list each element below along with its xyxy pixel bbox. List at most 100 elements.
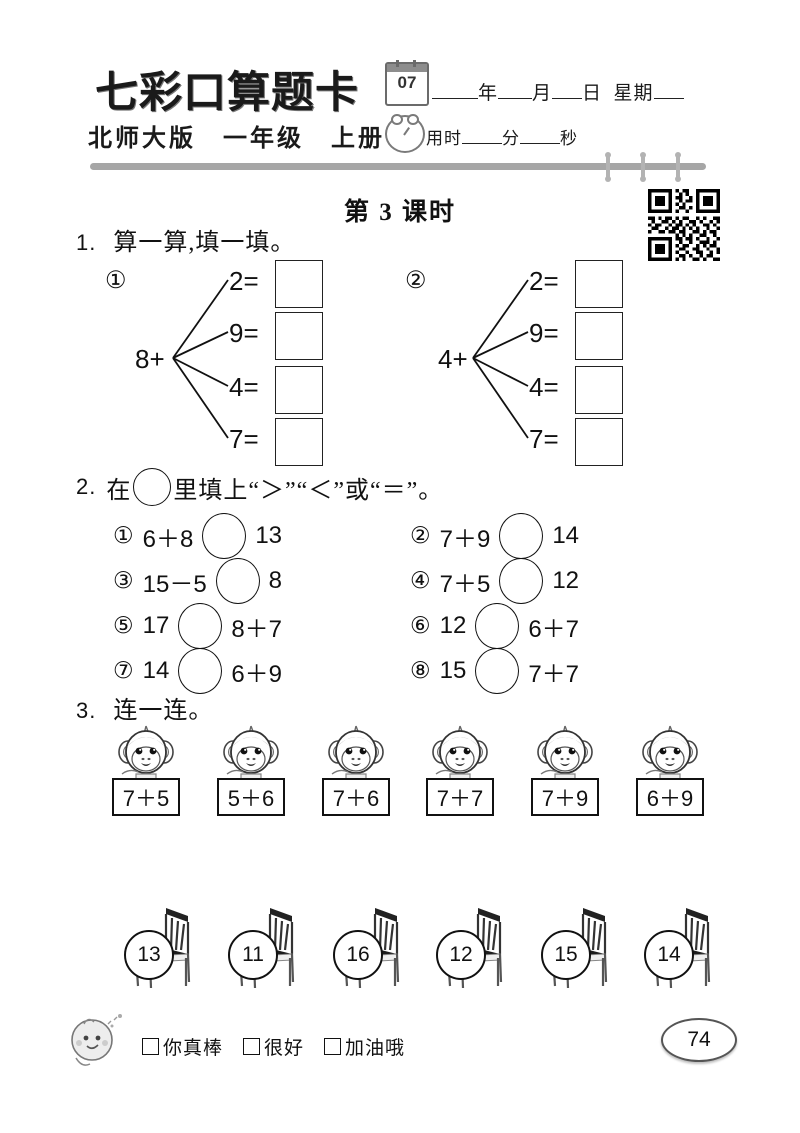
compare-6-answer[interactable] bbox=[475, 603, 520, 649]
monkey-card-1[interactable]: 7＋5 bbox=[98, 722, 194, 822]
chair-card-1[interactable]: 13 bbox=[118, 898, 214, 998]
qr-code[interactable] bbox=[648, 189, 720, 261]
compare-8-right: 7＋7 bbox=[528, 660, 580, 688]
fan-1-answer-3[interactable] bbox=[275, 366, 323, 414]
compare-7-answer[interactable] bbox=[178, 648, 223, 694]
monkey-card-3[interactable]: 7＋6 bbox=[308, 722, 404, 822]
check-option-1-label: 你真棒 bbox=[163, 1038, 224, 1059]
check-option-3[interactable]: 加油哦 bbox=[324, 1033, 405, 1060]
self-assessment: 你真棒 很好 加油哦 bbox=[142, 1033, 405, 1060]
compare-6-right: 6＋7 bbox=[528, 615, 580, 643]
fan-2-answer-2[interactable] bbox=[575, 312, 623, 360]
chair-card-6[interactable]: 14 bbox=[638, 898, 734, 998]
compare-5-left: 17 bbox=[142, 612, 170, 639]
compare-5-answer[interactable] bbox=[178, 603, 223, 649]
date-line: 年 月 日 星期 bbox=[432, 78, 684, 105]
exercise3-number: 3. bbox=[76, 698, 97, 723]
calendar-number: 07 bbox=[397, 73, 417, 92]
compare-4-left: 7＋5 bbox=[439, 570, 491, 598]
weekday-label: 星期 bbox=[613, 83, 654, 104]
monkey-icon bbox=[642, 725, 698, 783]
stopwatch-icon bbox=[385, 114, 425, 153]
calendar-icon: 07 bbox=[385, 60, 429, 106]
compare-item-8: ⑧ 15 7＋7 bbox=[410, 648, 579, 694]
check-option-2[interactable]: 很好 bbox=[243, 1033, 304, 1060]
chair-1-number: 13 bbox=[124, 930, 174, 980]
day-label: 日 bbox=[582, 83, 603, 104]
fan-2-lines bbox=[472, 279, 529, 439]
fan-2-term-3: 4= bbox=[529, 372, 559, 402]
fan-1-answer-4[interactable] bbox=[275, 418, 323, 466]
monkey-6-expression: 6＋9 bbox=[635, 778, 705, 816]
compare-3-left: 15－5 bbox=[142, 570, 207, 598]
compare-5-right: 8＋7 bbox=[231, 615, 283, 643]
page-header: 七彩口算题卡 北师大版 一年级 上册 07 年月日 星期 用时分秒 bbox=[0, 0, 800, 182]
chair-3-number: 16 bbox=[333, 930, 383, 980]
fan-2-answer-3[interactable] bbox=[575, 366, 623, 414]
compare-7-right: 6＋9 bbox=[231, 660, 283, 688]
second-label: 秒 bbox=[560, 129, 578, 148]
monkey-5-expression: 7＋9 bbox=[530, 778, 600, 816]
fan-diagram-2: ② 4+ 2= 9= 4= 7= bbox=[405, 258, 735, 468]
compare-4-answer[interactable] bbox=[499, 558, 544, 604]
checkbox-icon[interactable] bbox=[324, 1038, 342, 1055]
chair-card-4[interactable]: 12 bbox=[430, 898, 526, 998]
compare-1-index: ① bbox=[113, 523, 134, 549]
fan-2-answer-4[interactable] bbox=[575, 418, 623, 466]
compare-item-2: ② 7＋9 14 bbox=[410, 513, 579, 559]
checkbox-icon[interactable] bbox=[142, 1038, 159, 1055]
compare-item-3: ③ 15－5 8 bbox=[113, 558, 282, 604]
exercise2-title-after: 里填上“＞”“＜”或“＝”。 bbox=[173, 477, 444, 504]
fan-2-index: ② bbox=[405, 268, 427, 294]
compare-item-4: ④ 7＋5 12 bbox=[410, 558, 579, 604]
compare-7-index: ⑦ bbox=[113, 658, 134, 684]
compare-3-right: 8 bbox=[268, 567, 283, 594]
year-label: 年 bbox=[478, 83, 499, 104]
header-divider bbox=[90, 152, 706, 182]
exercise1-title: 算一算,填一填。 bbox=[113, 230, 296, 256]
chair-card-2[interactable]: 11 bbox=[222, 898, 318, 998]
compare-2-right: 14 bbox=[552, 522, 580, 549]
compare-1-left: 6＋8 bbox=[142, 525, 194, 553]
check-option-1[interactable]: 你真棒 bbox=[142, 1033, 223, 1060]
lesson-title: 第 3 课时 bbox=[343, 199, 456, 226]
compare-3-answer[interactable] bbox=[215, 558, 260, 604]
page-number: 74 bbox=[661, 1018, 737, 1062]
monkey-icon bbox=[537, 725, 593, 783]
fan-2-answer-1[interactable] bbox=[575, 260, 623, 308]
mascot-icon bbox=[71, 1014, 122, 1066]
compare-item-5: ⑤ 17 8＋7 bbox=[113, 603, 282, 649]
fan-1-index: ① bbox=[105, 268, 127, 294]
chair-5-number: 15 bbox=[541, 930, 591, 980]
compare-2-left: 7＋9 bbox=[439, 525, 491, 553]
compare-8-answer[interactable] bbox=[475, 648, 520, 694]
compare-3-index: ③ bbox=[113, 568, 134, 594]
time-line: 用时分秒 bbox=[426, 124, 578, 149]
brand-title: 七彩口算题卡 bbox=[95, 68, 359, 118]
month-label: 月 bbox=[532, 83, 553, 104]
fan-2-base: 4+ bbox=[438, 344, 468, 374]
minute-label: 分 bbox=[502, 129, 520, 148]
fan-1-answer-1[interactable] bbox=[275, 260, 323, 308]
fan-1-answer-2[interactable] bbox=[275, 312, 323, 360]
fan-1-term-4: 7= bbox=[229, 424, 259, 454]
fan-1-term-3: 4= bbox=[229, 372, 259, 402]
monkey-card-4[interactable]: 7＋7 bbox=[412, 722, 508, 822]
chair-card-3[interactable]: 16 bbox=[327, 898, 423, 998]
checkbox-icon[interactable] bbox=[243, 1038, 261, 1055]
monkey-card-2[interactable]: 5＋6 bbox=[203, 722, 299, 822]
exercise3-heading: 3. 连一连。 bbox=[76, 690, 213, 725]
monkey-4-expression: 7＋7 bbox=[425, 778, 495, 816]
monkey-3-expression: 7＋6 bbox=[321, 778, 391, 816]
compare-8-left: 15 bbox=[439, 657, 467, 684]
monkey-icon bbox=[328, 725, 384, 783]
check-option-2-label: 很好 bbox=[264, 1038, 305, 1059]
exercise1-heading: 1. 算一算,填一填。 bbox=[76, 222, 295, 257]
monkey-card-5[interactable]: 7＋9 bbox=[517, 722, 613, 822]
compare-2-answer[interactable] bbox=[499, 513, 544, 559]
chair-card-5[interactable]: 15 bbox=[535, 898, 631, 998]
compare-1-answer[interactable] bbox=[202, 513, 247, 559]
monkey-card-6[interactable]: 6＋9 bbox=[622, 722, 718, 822]
compare-8-index: ⑧ bbox=[410, 658, 431, 684]
